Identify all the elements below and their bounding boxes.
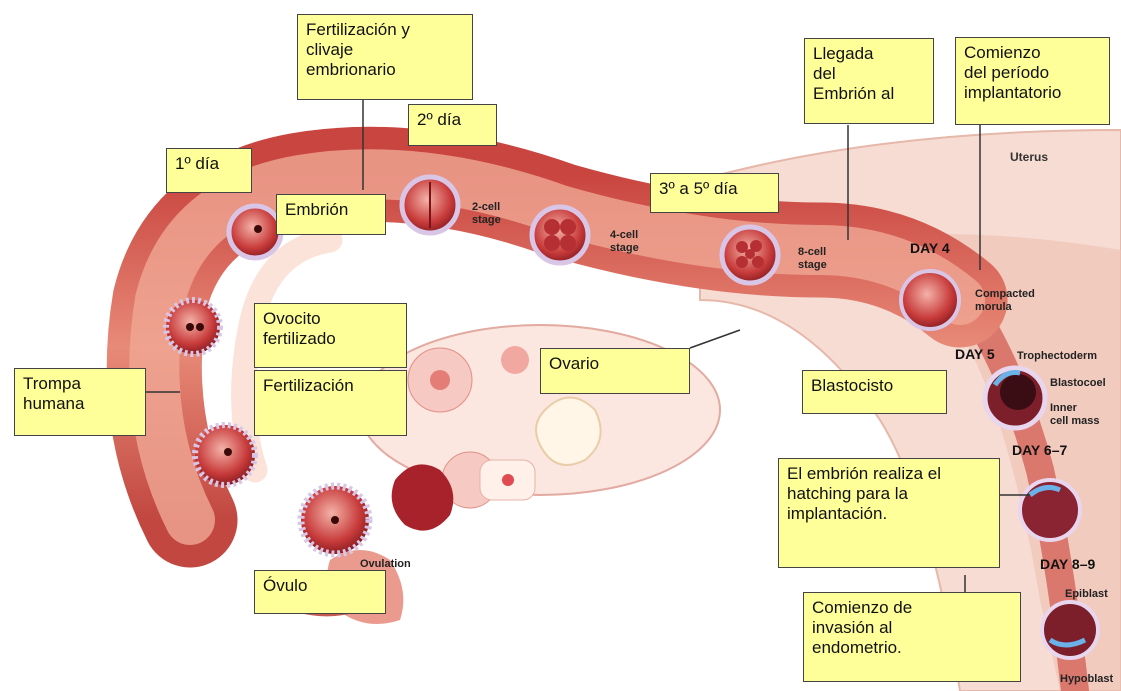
note-dia-3-5: 3º a 5º día xyxy=(650,173,779,213)
label-hypoblast: Hypoblast xyxy=(1060,673,1113,686)
follicle-2 xyxy=(501,346,529,374)
cell-morula xyxy=(901,271,959,329)
cell-hatching xyxy=(1020,480,1080,540)
note-embrion: Embrión xyxy=(276,194,386,235)
cell-blastocyst xyxy=(985,368,1045,428)
note-dia-2: 2º día xyxy=(408,104,497,146)
label-8-cell: 8-cell stage xyxy=(798,246,827,272)
cell-2-stage xyxy=(402,177,458,233)
note-dia-1: 1º día xyxy=(166,148,252,193)
label-uterus: Uterus xyxy=(1010,150,1048,164)
label-4-cell: 4-cell stage xyxy=(610,229,639,255)
cell-8-stage xyxy=(722,227,778,283)
note-invasion: Comienzo de invasión al endometrio. xyxy=(803,592,1021,682)
label-day-4: DAY 4 xyxy=(910,240,950,256)
note-comienzo-implantatorio: Comienzo del período implantatorio xyxy=(955,37,1110,125)
cell-fertilization xyxy=(195,425,255,485)
cell-day1 xyxy=(229,206,281,258)
label-day-8-9: DAY 8–9 xyxy=(1040,556,1095,572)
cell-zygote-tube xyxy=(166,300,220,354)
label-blastocoel: Blastocoel xyxy=(1050,377,1106,390)
label-day-6-7: DAY 6–7 xyxy=(1012,442,1067,458)
label-inner-cell-mass: Inner cell mass xyxy=(1050,402,1100,428)
note-ovario: Ovario xyxy=(540,348,690,394)
cell-implanting xyxy=(1042,602,1098,658)
note-hatching: El embrión realiza el hatching para la i… xyxy=(778,458,1000,568)
pointer-ovario xyxy=(690,330,740,348)
label-2-cell: 2-cell stage xyxy=(472,201,501,227)
note-ovocito: Ovocito fertilizado xyxy=(254,303,407,368)
note-llegada: Llegada del Embrión al xyxy=(804,38,934,124)
label-day-5: DAY 5 xyxy=(955,346,995,362)
cell-4-stage xyxy=(532,207,588,263)
note-fertilizacion: Fertilización xyxy=(254,370,407,436)
label-trophectoderm: Trophectoderm xyxy=(1017,350,1097,363)
note-blastocisto: Blastocisto xyxy=(802,370,947,414)
label-morula: Compacted morula xyxy=(975,288,1035,314)
note-fertilizacion-clivaje: Fertilización y clivaje embrionario xyxy=(297,14,473,100)
cell-ovum xyxy=(301,486,369,554)
note-trompa: Trompa humana xyxy=(14,368,146,436)
note-ovulo: Óvulo xyxy=(254,570,386,614)
label-epiblast: Epiblast xyxy=(1065,588,1108,601)
